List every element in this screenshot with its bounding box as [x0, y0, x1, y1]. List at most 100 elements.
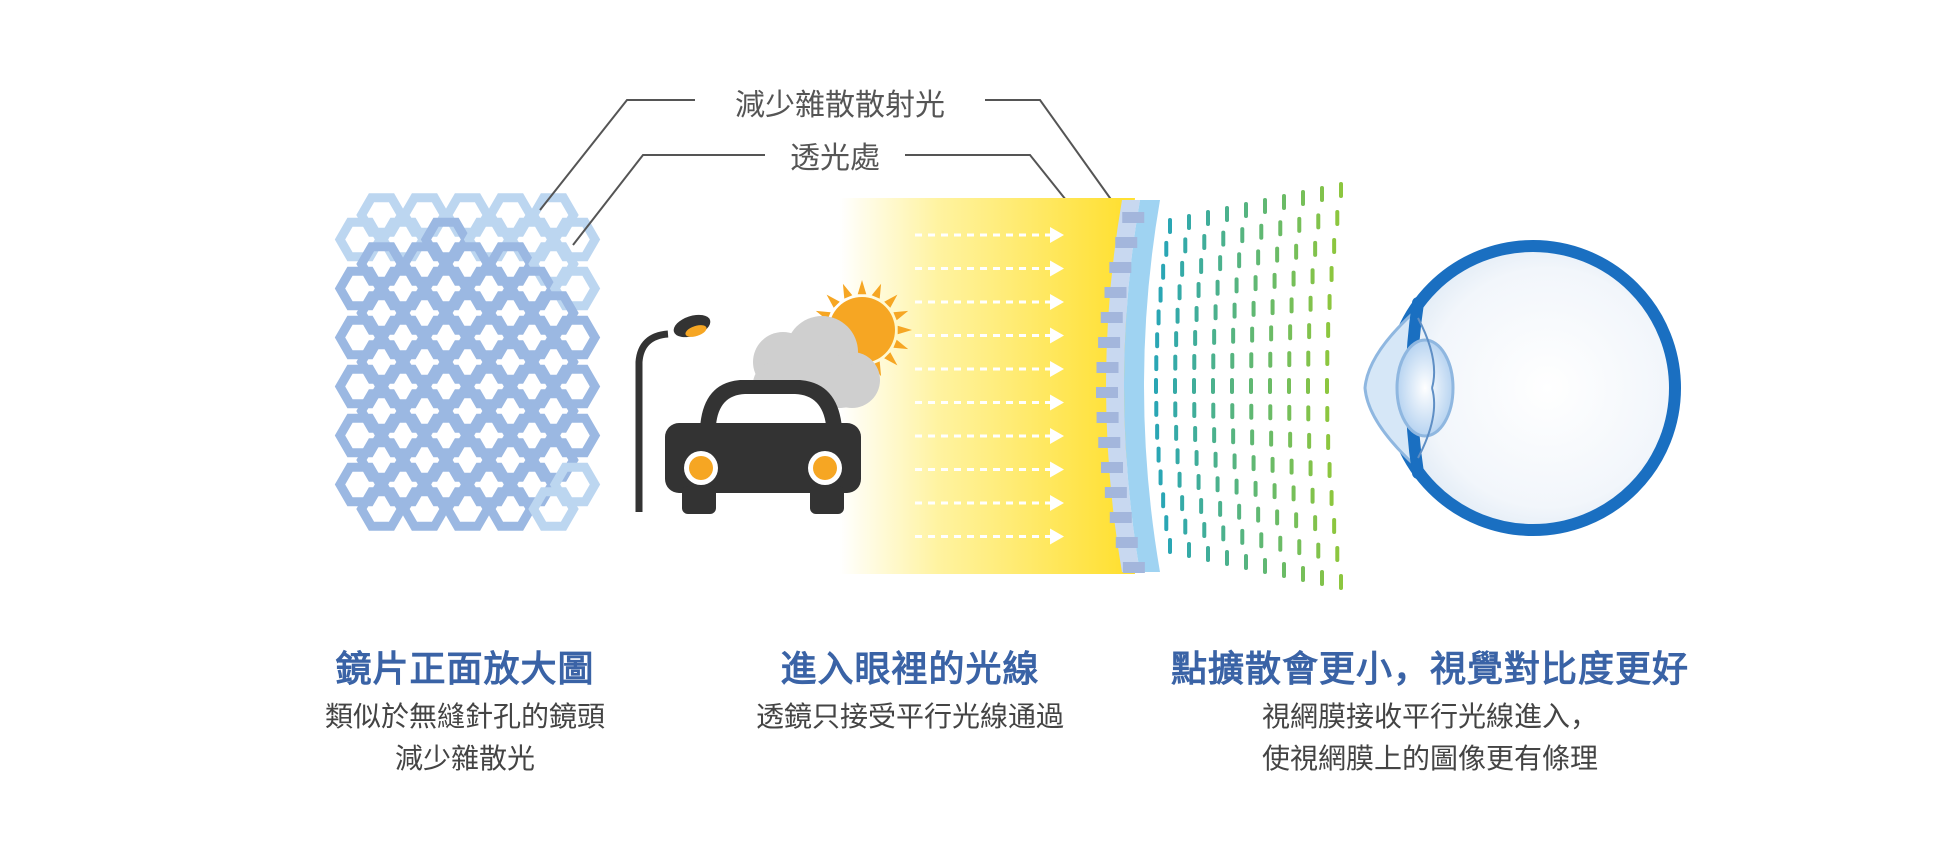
lens-slat [1122, 562, 1145, 573]
honeycomb-cell [528, 291, 579, 335]
honeycomb-cell [356, 340, 407, 384]
sun-ray [871, 283, 882, 299]
lens-slat [1115, 237, 1138, 248]
lens-slat [1104, 487, 1127, 498]
honeycomb-cell [334, 315, 386, 360]
honeycomb-cell [463, 217, 515, 262]
section-desc-line: 透鏡只接受平行光線通過 [755, 700, 1064, 733]
honeycomb-cell [506, 364, 558, 409]
sun-ray [826, 294, 840, 308]
callout-scatter-label: 減少雜散散射光 [735, 88, 945, 123]
honeycomb-cell [485, 242, 536, 286]
honeycomb-cell [399, 242, 450, 286]
honeycomb-cell [506, 462, 558, 507]
honeycomb-cell [334, 217, 386, 262]
honeycomb-cell [399, 291, 450, 335]
ray-arrowhead [1050, 428, 1064, 444]
honeycomb-cell [334, 364, 386, 409]
honeycomb-cell [528, 242, 579, 286]
parallel-ray-arrows [915, 227, 1064, 545]
section-title-eye: 點擴散會更小，視覺對比度更好 [1170, 649, 1689, 690]
honeycomb-cell [420, 462, 472, 507]
honeycomb-cell [442, 487, 493, 531]
ray-arrowhead [1050, 394, 1064, 411]
honeycomb-cell [399, 389, 450, 433]
honeycomb-cell [528, 389, 579, 433]
section-desc-light: 透鏡只接受平行光線通過 [700, 696, 1120, 738]
sun-ray [857, 280, 867, 295]
section-desc-line: 視網膜接收平行光線進入， [1261, 700, 1598, 733]
ray-arrowhead [1050, 495, 1064, 511]
ray-arrowhead [1050, 327, 1064, 344]
honeycomb-cell [549, 462, 601, 507]
honeycomb-cell [442, 438, 493, 482]
honeycomb-cell [399, 487, 450, 531]
honeycomb-cell [528, 340, 579, 384]
honeycomb-cell [334, 462, 386, 507]
section-title-lens: 鏡片正面放大圖 [335, 649, 595, 690]
section-desc-lens: 類似於無縫針孔的鏡頭 減少雜散光 [270, 696, 660, 780]
honeycomb-cell [377, 462, 429, 507]
honeycomb-cell [463, 364, 515, 409]
honeycomb-cell [442, 389, 493, 433]
honeycomb-cell [356, 438, 407, 482]
callout-leader-lines [539, 99, 1116, 256]
honeycomb-cell [334, 413, 386, 458]
honeycomb-cell [463, 266, 515, 311]
ray-arrowhead [1050, 461, 1064, 478]
honeycomb-cell [420, 413, 472, 458]
street-lamp-icon [635, 314, 711, 512]
sun-ray [884, 352, 898, 366]
eye-icon [1363, 240, 1681, 536]
sun-ray [842, 283, 853, 299]
honeycomb-cell [442, 242, 493, 286]
honeycomb-cell [442, 193, 493, 237]
lens-slat [1096, 387, 1119, 398]
honeycomb-cell [442, 291, 493, 335]
honeycomb-cell [334, 266, 386, 311]
section-title-light: 進入眼裡的光線 [780, 649, 1040, 690]
honeycomb-cell [463, 413, 515, 458]
ray-arrowhead [1050, 294, 1064, 310]
honeycomb-cell [463, 462, 515, 507]
honeycomb-cell [549, 413, 601, 458]
honeycomb-cell [377, 315, 429, 360]
light-beam [840, 198, 1135, 574]
ray-arrowhead [1050, 528, 1064, 545]
section-desc-line: 使視網膜上的圖像更有條理 [1261, 742, 1598, 775]
lens-slat [1098, 437, 1121, 448]
honeycomb-cell [485, 389, 536, 433]
lens-cross-section [1096, 200, 1160, 573]
honeycomb-cell [399, 438, 450, 482]
ray-arrowhead [1050, 361, 1064, 377]
honeycomb-cell [420, 364, 472, 409]
honeycomb-cell [485, 340, 536, 384]
car-icon [665, 380, 861, 514]
lens-slat [1109, 512, 1132, 523]
sun-ray [893, 339, 909, 350]
honeycomb-cell [549, 364, 601, 409]
lens-slat [1104, 287, 1127, 298]
sun-ray [893, 310, 909, 321]
honeycomb-cell [420, 315, 472, 360]
ray-arrowhead [1050, 227, 1064, 243]
honeycomb-cell [463, 315, 515, 360]
honeycomb-cell [485, 193, 536, 237]
honeycomb-cell [377, 413, 429, 458]
honeycomb-cell [420, 266, 472, 311]
light-wavefronts [1154, 182, 1343, 590]
lens-slat [1096, 412, 1119, 423]
honeycomb-cell [485, 438, 536, 482]
honeycomb-cell [377, 217, 429, 262]
honeycomb-cell [506, 315, 558, 360]
honeycomb-cell [485, 291, 536, 335]
callout-transmit-label: 透光處 [790, 141, 880, 176]
lens-slat [1100, 312, 1123, 323]
honeycomb-cell [356, 193, 407, 237]
honeycomb-lens-icon [334, 193, 601, 531]
honeycomb-cell [356, 242, 407, 286]
sun-ray [884, 294, 898, 308]
ray-arrowhead [1050, 260, 1064, 277]
honeycomb-cell [528, 438, 579, 482]
